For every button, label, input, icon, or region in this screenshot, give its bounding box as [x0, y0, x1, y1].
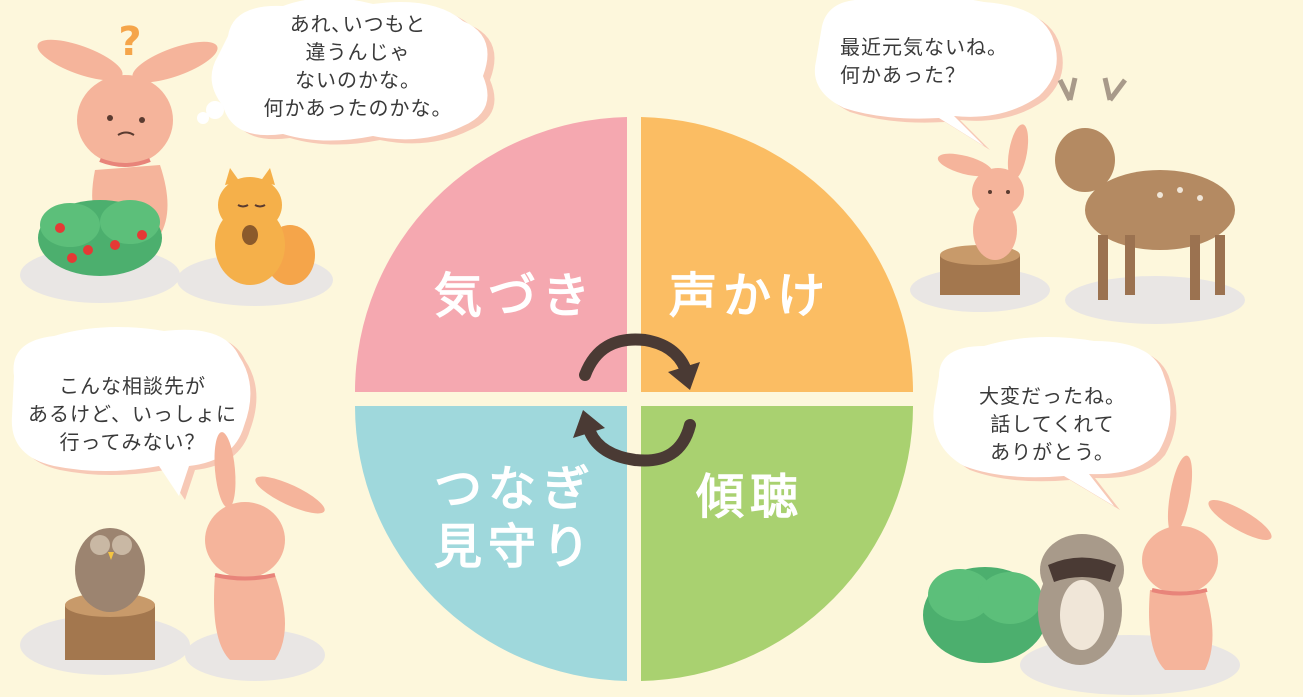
bubble-line: あるけど、いっしょに [28, 402, 237, 426]
question-mark: ? [118, 19, 141, 65]
quadrant-label-awareness: 気づき [433, 268, 596, 324]
quadrant-bottom-left-shape [355, 406, 627, 681]
bubble-line: 最近元気ないね。 [840, 35, 1008, 59]
ground-shadows [20, 247, 1245, 695]
bubble-line: 何かあったのかな。 [263, 96, 453, 120]
bubble-text-bottom-left: こんな相談先が あるけど、いっしょに 行ってみない？ [20, 372, 245, 456]
bubble-line: 違うんじゃ [305, 40, 411, 64]
raccoon-illustration [1038, 534, 1124, 665]
squirrel-illustration [215, 168, 315, 285]
rabbit-standing-illustration [205, 432, 325, 660]
cycle-circle [355, 117, 913, 681]
quadrant-label-connecting: つなぎ 見守り [420, 460, 610, 576]
owl-illustration [75, 528, 145, 612]
bubble-line: ありがとう。 [990, 440, 1115, 464]
bubble-line: あれ､いつもと [289, 12, 427, 36]
speech-bubble-top-left [197, 0, 495, 145]
quadrant-label-connecting-line2: 見守り [433, 519, 596, 575]
bubble-line: 行ってみない？ [59, 430, 206, 454]
quadrant-label-listening: 傾聴 [695, 469, 804, 525]
bubble-line: 大変だったね。 [979, 384, 1126, 408]
bush-bottom-right [923, 567, 1047, 663]
deer-illustration [1055, 77, 1235, 300]
quadrant-top-right-shape [641, 117, 913, 392]
quadrant-top-left-shape [355, 117, 627, 392]
cycle-arrowheads [573, 362, 700, 438]
rabbit-sitting-illustration [937, 124, 1029, 260]
bush-with-berries [38, 200, 162, 276]
bubble-text-bottom-right: 大変だったね。 話してくれて ありがとう。 [950, 382, 1155, 466]
quadrant-label-connecting-line1: つなぎ [433, 461, 596, 517]
cycle-arrows-icon [579, 333, 696, 467]
bubble-line: ないのかな。 [295, 68, 421, 92]
rabbit-comforting-illustration [1142, 455, 1272, 670]
speech-bubble-bottom-left [11, 327, 257, 500]
speech-bubble-bottom-right [933, 337, 1177, 510]
bubble-line: こんな相談先が [59, 374, 206, 398]
quadrant-bottom-right-shape [641, 406, 913, 681]
bubble-line: 話してくれて [990, 412, 1115, 436]
bubble-line: 何かあった？ [840, 63, 966, 87]
bubble-text-top-right: 最近元気ないね。 何かあった？ [840, 33, 1040, 89]
quadrant-label-greeting: 声かけ [668, 268, 831, 324]
speech-bubble-top-right [814, 0, 1063, 150]
rabbit-thinking-illustration [37, 39, 218, 235]
bubble-text-top-left: あれ､いつもと 違うんじゃ ないのかな。 何かあったのかな。 [243, 10, 473, 122]
